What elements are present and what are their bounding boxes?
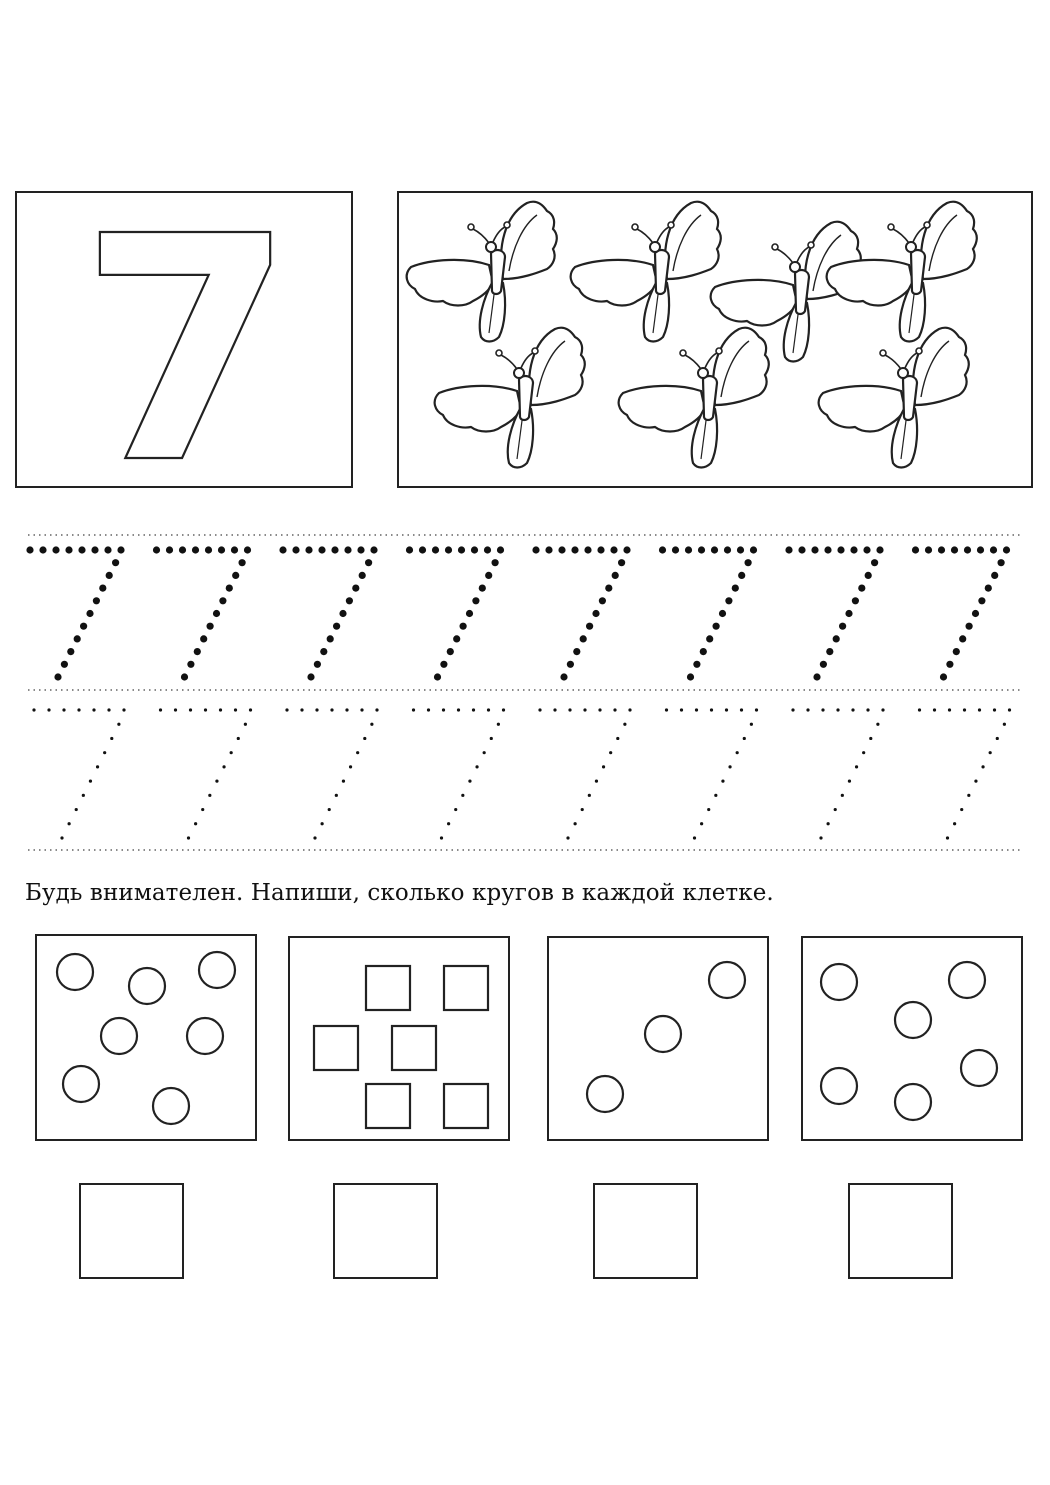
dotted-seven-bold-8[interactable] [911,546,1011,681]
circle-shape [197,950,237,990]
circle-shape [151,1086,191,1126]
circle-shape [55,952,95,992]
circle-shape [707,960,747,1000]
counting-box-3 [547,936,769,1141]
counting-box-2-shapes [312,964,490,1130]
circle-shape [819,962,859,1002]
circle-shape [99,1016,139,1056]
answer-box-2[interactable] [333,1183,438,1279]
butterflies-box [397,191,1033,488]
counting-box-1-shapes [55,950,237,1126]
square-shape [364,964,412,1012]
square-shape [442,964,490,1012]
outlined-digit: 7 [78,193,296,490]
instruction-text: Будь внимателен. Напиши, сколько кругов … [25,880,774,906]
outlined-digit-text: 7 [79,193,295,490]
circle-shape [959,1048,999,1088]
circle-shape [893,1000,933,1040]
dotted-seven-fine-1[interactable] [32,708,126,840]
square-shape [312,1024,360,1072]
dotted-seven-fine-5[interactable] [538,708,632,840]
dotted-seven-bold-5[interactable] [532,546,631,681]
dotted-seven-fine-7[interactable] [791,708,885,840]
circle-shape [819,1066,859,1106]
circle-shape [893,1082,933,1122]
answer-box-4[interactable] [848,1183,953,1279]
dotted-seven-bold-7[interactable] [785,546,884,681]
dotted-seven-bold-1[interactable] [26,546,125,681]
circle-shape [61,1064,101,1104]
dotted-seven-fine-3[interactable] [285,708,379,840]
square-shape [364,1082,412,1130]
dotted-seven-bold-3[interactable] [279,546,378,681]
dotted-seven-fine-6[interactable] [664,708,759,840]
circle-shape [585,1074,625,1114]
counting-box-4-shapes [819,960,999,1122]
counting-box-3-shapes [585,960,747,1114]
dotted-seven-bold-4[interactable] [405,546,505,681]
dotted-seven-bold-6[interactable] [658,546,758,681]
circle-shape [643,1014,683,1054]
dotted-seven-bold-2[interactable] [152,546,252,681]
tracing-area [26,534,1022,851]
dotted-seven-fine-4[interactable] [411,708,506,840]
square-shape [442,1082,490,1130]
circle-shape [127,966,167,1006]
counting-box-2 [288,936,510,1141]
answer-box-3[interactable] [593,1183,698,1279]
circle-shape [185,1016,225,1056]
counting-box-4 [801,936,1023,1141]
square-shape [390,1024,438,1072]
counting-box-1 [35,934,257,1141]
dotted-seven-fine-2[interactable] [158,708,253,840]
circle-shape [947,960,987,1000]
number-box: 7 [15,191,353,490]
answer-box-1[interactable] [79,1183,184,1279]
dotted-seven-fine-8[interactable] [917,708,1012,840]
